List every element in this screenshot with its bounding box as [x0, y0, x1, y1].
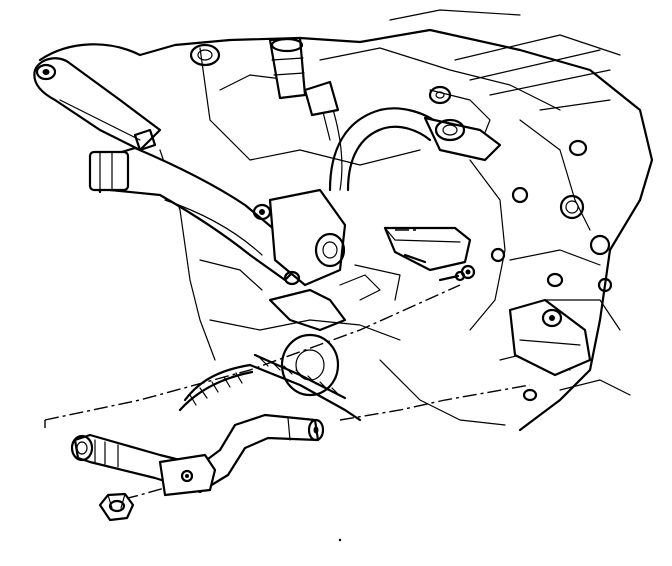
block-mounting-holes — [490, 139, 613, 402]
tube-mounting-tab — [158, 453, 217, 497]
drive-belt-pulley — [178, 333, 362, 422]
bracket-bolt — [438, 270, 466, 282]
lower-brace-straps — [268, 264, 401, 332]
thermostat-housing — [189, 36, 452, 117]
mounting-bracket — [383, 226, 476, 280]
right-side-bracket — [508, 298, 592, 377]
upper-left-bracket — [33, 57, 162, 152]
retaining-nut — [98, 492, 135, 522]
heater-outlet-pipe — [88, 128, 302, 282]
stray-mark — [338, 538, 342, 542]
upper-coolant-hose — [328, 107, 502, 192]
water-pump-boss — [252, 188, 347, 287]
